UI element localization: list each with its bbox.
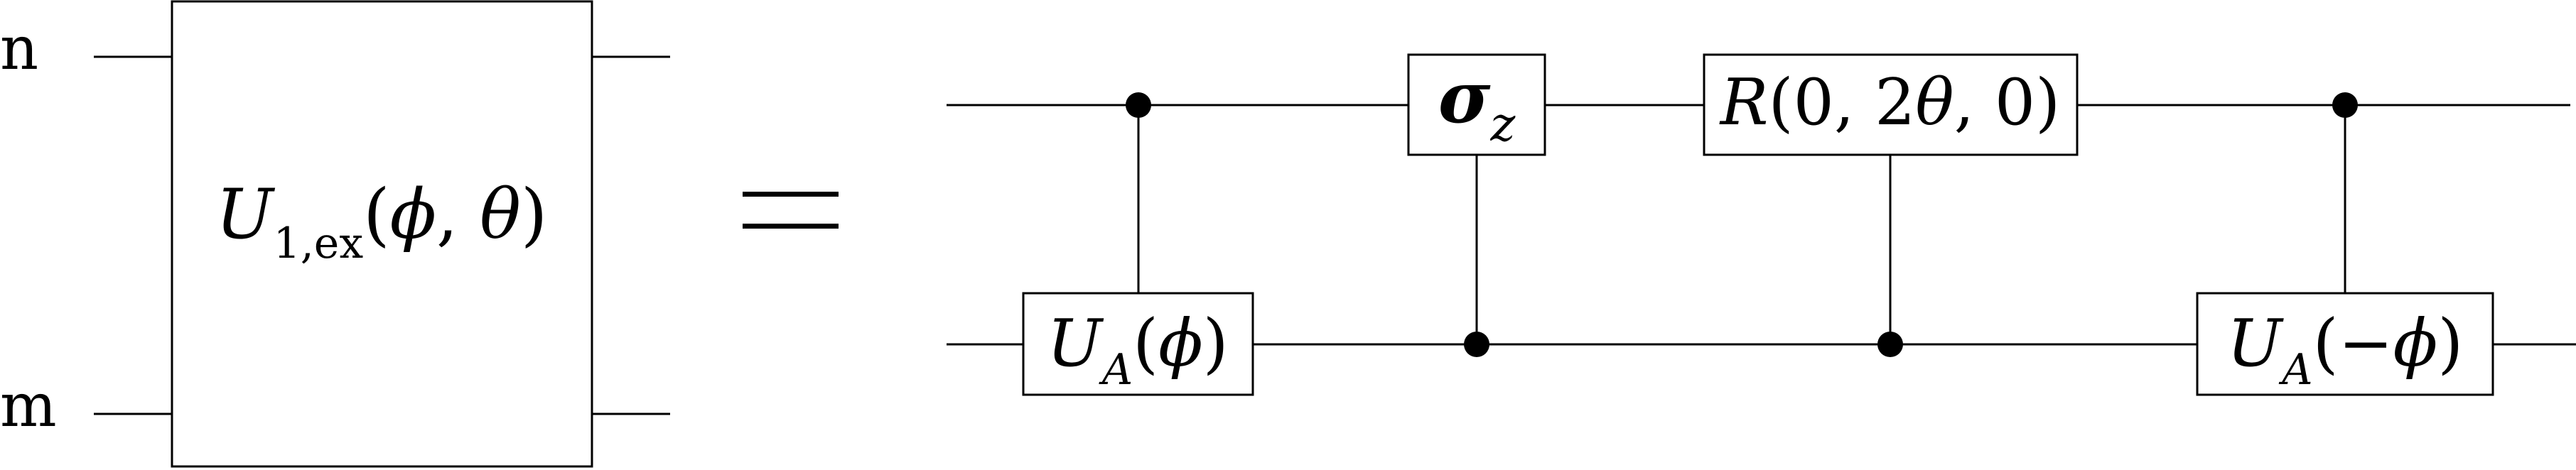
gate-rotation-open: ( bbox=[1769, 65, 1794, 140]
left-circuit: n m U1,ex(ϕ, θ) bbox=[0, 0, 670, 468]
gate-ua-phi-open: ( bbox=[1133, 305, 1158, 381]
equals-sign bbox=[743, 192, 839, 229]
gate-rotation-arg2: , 0 bbox=[1954, 65, 2035, 140]
gate-ua-phi-subscript: A bbox=[1099, 345, 1133, 395]
gate-sigma-z-subscript: z bbox=[1489, 97, 1516, 152]
gate-rotation-theta: θ bbox=[1915, 65, 1953, 140]
gate-ua-phi-symbol: U bbox=[1047, 305, 1104, 381]
gate-u1ex-paren-close: ) bbox=[521, 175, 547, 254]
gate-ua-negphi-box bbox=[2196, 292, 2494, 396]
gate-ua-phi-box bbox=[1022, 292, 1254, 396]
gate-u1ex-label: U1,ex(ϕ, θ) bbox=[216, 175, 548, 268]
equals-bar-top bbox=[743, 192, 839, 197]
gate-ua-negphi-open: ( bbox=[2313, 305, 2339, 381]
control-dot-1 bbox=[1126, 92, 1151, 118]
gate-u1ex-subscript: 1,ex bbox=[274, 219, 364, 268]
gate-u1ex-box bbox=[171, 0, 593, 468]
gate-ua-negphi-symbol: U bbox=[2227, 305, 2285, 381]
gate-ua-negphi-arg: −ϕ bbox=[2339, 305, 2438, 381]
gate-sigma-z-box bbox=[1407, 53, 1546, 156]
control-dot-3 bbox=[1877, 332, 1903, 357]
gate-sigma-z-symbol: σ bbox=[1438, 55, 1491, 139]
gate-u1ex-phi: ϕ bbox=[390, 175, 436, 254]
right-circuit: UA(ϕ) σz R(0, 2θ, 0) UA(−ϕ) bbox=[947, 53, 2576, 396]
gate-ua-negphi-label: UA(−ϕ) bbox=[2227, 305, 2464, 395]
gate-u1ex-paren-open: ( bbox=[363, 175, 389, 254]
gate-rotation-box bbox=[1703, 53, 2079, 156]
control-dot-2 bbox=[1464, 332, 1489, 357]
gate-rotation-arg1: 0, 2 bbox=[1794, 65, 1916, 140]
wire-label-n: n bbox=[0, 13, 38, 83]
gate-u1ex-theta: θ bbox=[480, 175, 521, 254]
gate-u1ex-comma: , bbox=[436, 175, 480, 254]
wire-label-m: m bbox=[0, 371, 57, 440]
gate-ua-phi-arg: ϕ bbox=[1158, 305, 1203, 381]
gate-rotation-symbol: R bbox=[1719, 65, 1769, 140]
gate-ua-phi-label: UA(ϕ) bbox=[1047, 305, 1228, 395]
gate-u1ex-symbol: U bbox=[216, 175, 276, 254]
gate-ua-negphi-close: ) bbox=[2437, 305, 2463, 381]
gate-sigma-z-label: σz bbox=[1438, 55, 1516, 152]
gate-ua-negphi-subscript: A bbox=[2278, 345, 2312, 395]
gate-rotation-label: R(0, 2θ, 0) bbox=[1719, 65, 2060, 140]
control-dot-4 bbox=[2332, 92, 2358, 118]
gate-ua-phi-close: ) bbox=[1203, 305, 1229, 381]
gate-rotation-close: ) bbox=[2035, 65, 2060, 140]
equals-bar-bottom bbox=[743, 224, 839, 229]
